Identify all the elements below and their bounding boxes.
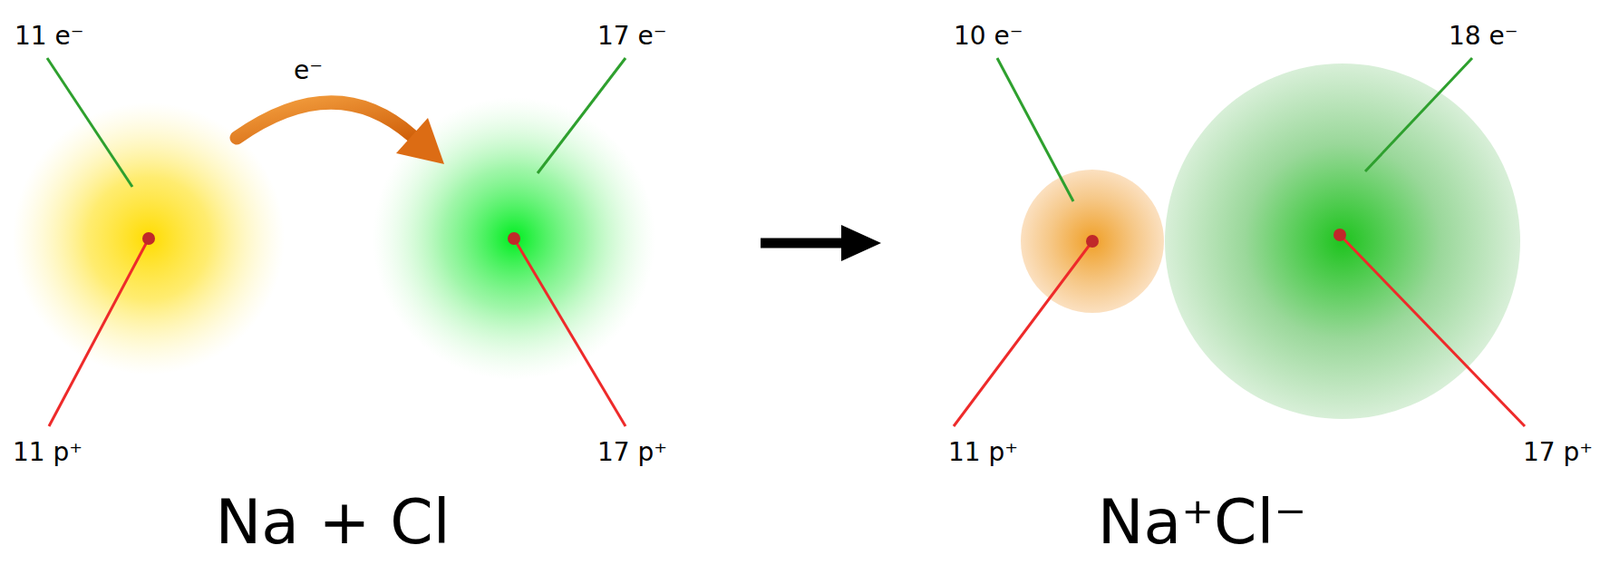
- electron-transfer-arrowhead: [396, 117, 445, 165]
- electron-count: 18 e⁻: [1448, 22, 1519, 51]
- sodium-atom: [12, 102, 285, 375]
- proton-count: 11 p⁺: [948, 438, 1019, 467]
- nucleus: [507, 232, 521, 245]
- nucleus: [142, 232, 156, 245]
- proton-leader-lines: [48, 234, 1525, 427]
- electron-count: 10 e⁻: [953, 22, 1024, 51]
- proton-count: 17 p⁺: [597, 438, 668, 467]
- leader-line: [513, 238, 626, 427]
- electron-transfer-arrow: [236, 102, 413, 138]
- leader-line: [997, 58, 1074, 202]
- electron-label: e⁻: [293, 57, 323, 86]
- proton-count: 11 p⁺: [12, 438, 83, 467]
- leader-line: [47, 58, 133, 187]
- leader-line: [953, 241, 1093, 427]
- leader-line: [537, 58, 626, 174]
- electron-count: 11 e⁻: [14, 22, 85, 51]
- reaction-arrow: [760, 238, 848, 249]
- leader-line: [1365, 58, 1473, 172]
- nucleus-dots: [142, 228, 1347, 248]
- electron-count: 17 e⁻: [597, 22, 668, 51]
- reactants-caption: Na + Cl: [214, 488, 450, 557]
- reaction-arrowhead: [841, 224, 882, 262]
- sodium-ion: [1020, 169, 1164, 313]
- chlorine-atom: [372, 96, 656, 380]
- nucleus: [1086, 234, 1099, 248]
- electron-leader-lines: [47, 58, 1473, 202]
- product-caption: Na⁺Cl⁻: [1097, 488, 1308, 557]
- leader-line: [48, 238, 149, 427]
- leader-line: [1339, 234, 1525, 427]
- nucleus: [1333, 228, 1347, 242]
- proton-count: 17 p⁺: [1522, 438, 1593, 467]
